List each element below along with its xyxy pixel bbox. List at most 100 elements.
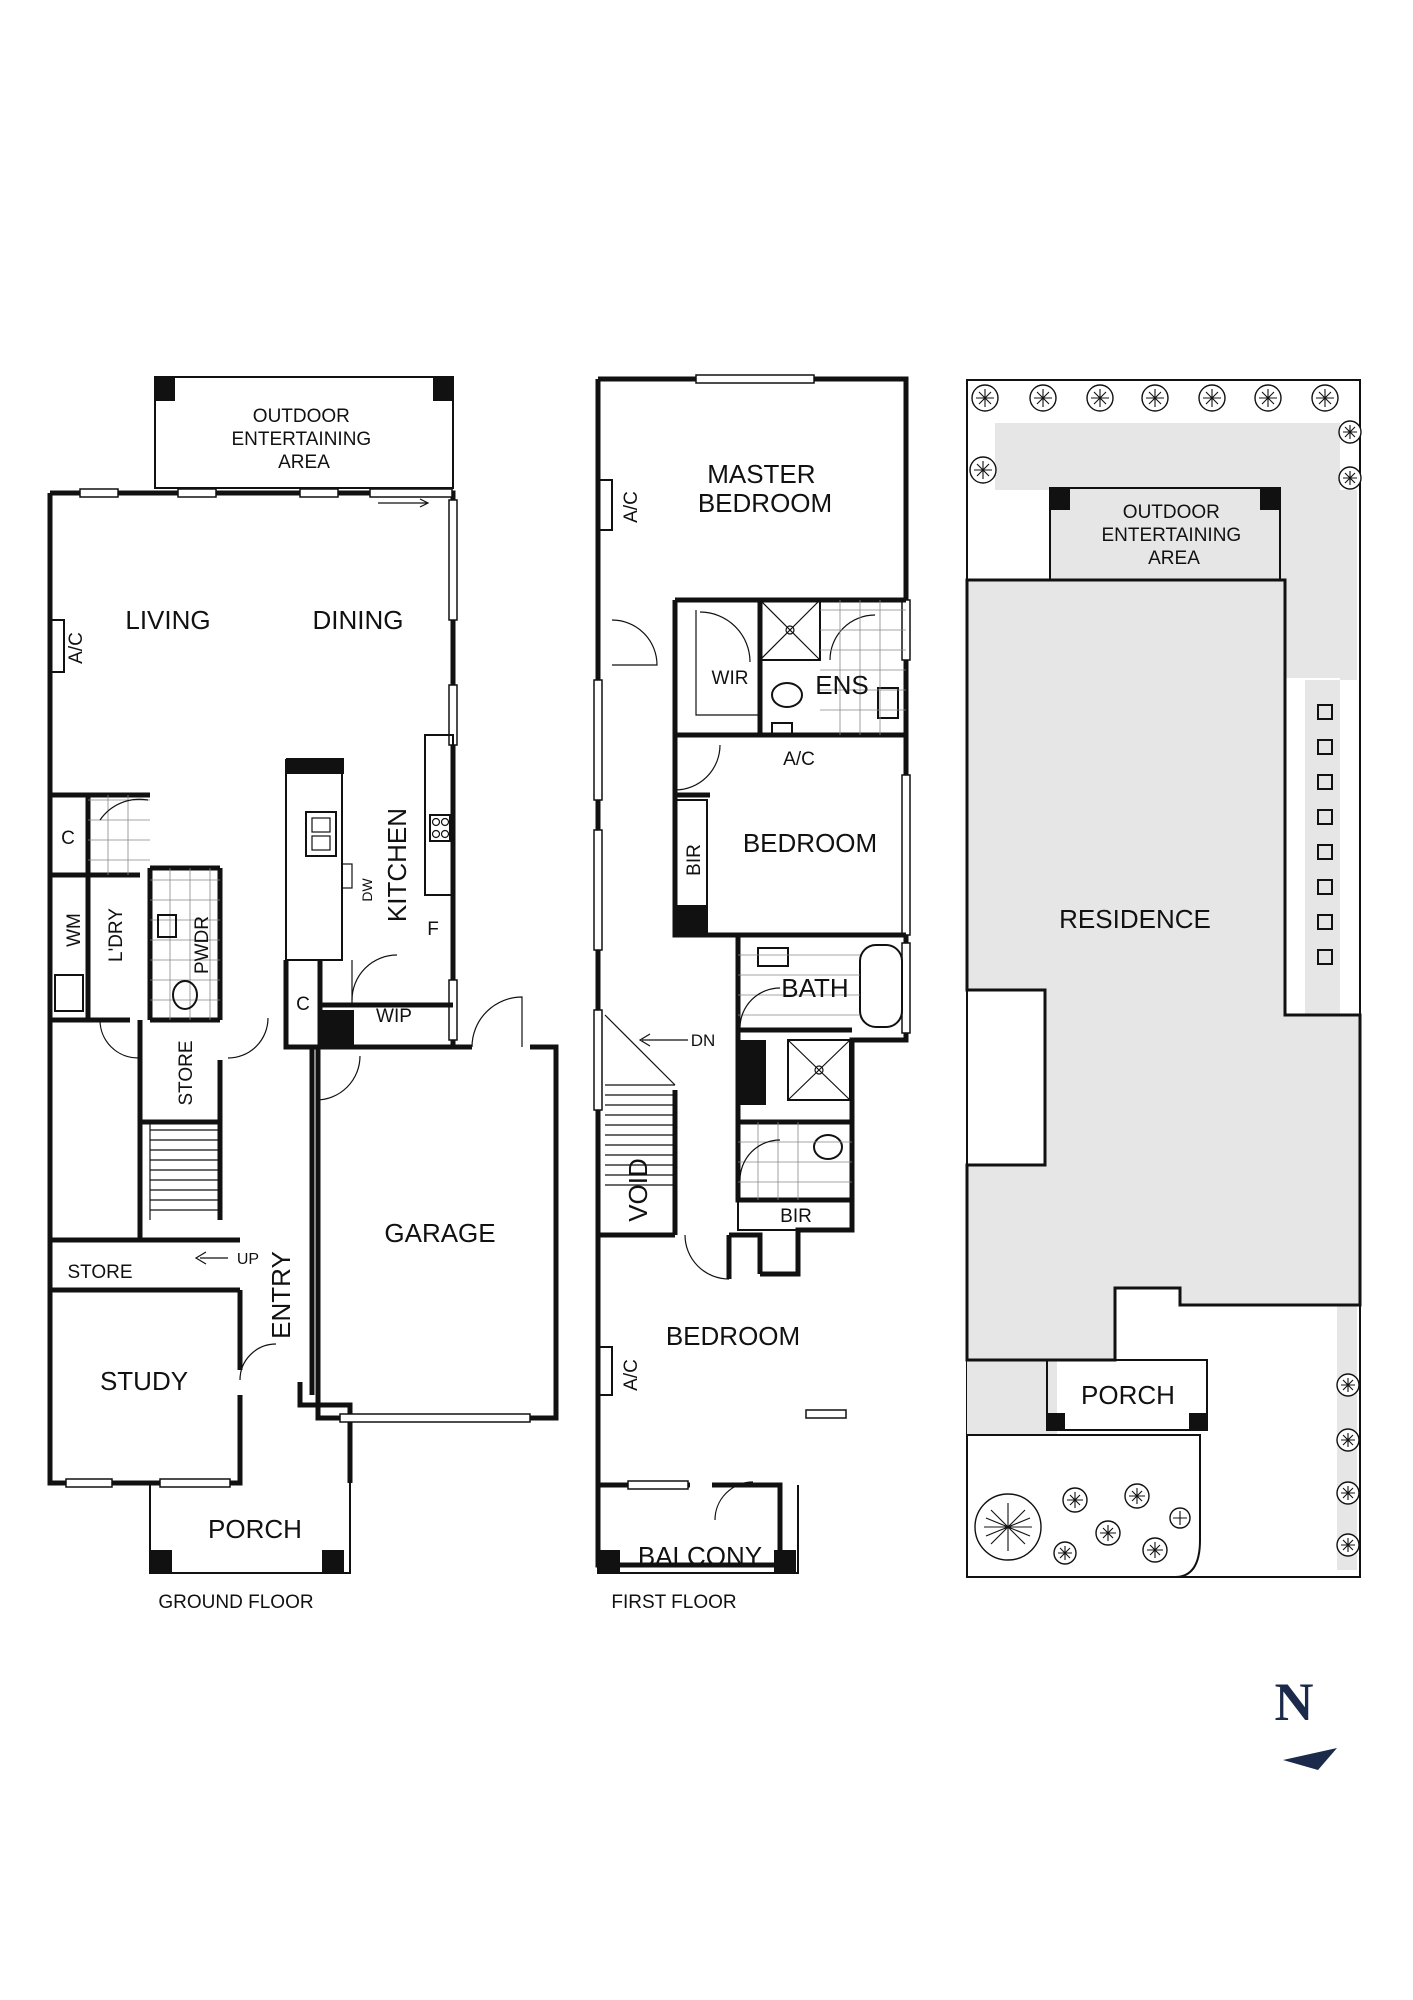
bir-label-1: BIR [684, 844, 705, 876]
vanity [757, 947, 789, 967]
up-label: UP [237, 1251, 259, 1268]
down-arrow-icon [638, 1033, 688, 1047]
wir-shelf [695, 610, 760, 716]
garage-door [339, 1413, 531, 1423]
bathtub [859, 944, 903, 1028]
void-label: VOID [623, 1158, 653, 1222]
pier [774, 1550, 796, 1574]
balcony-label: BALCONY [638, 1541, 762, 1571]
pier [675, 905, 707, 935]
entry-label: ENTRY [266, 1251, 296, 1339]
staircase [604, 1014, 676, 1186]
north-letter: N [1275, 1672, 1314, 1732]
pantry-cupboard-label: C [296, 994, 310, 1015]
door-swing [829, 614, 876, 661]
site-porch-label: PORCH [1081, 1380, 1175, 1410]
window [177, 488, 217, 498]
kitchen-bench [424, 734, 454, 896]
shower [787, 1039, 851, 1101]
window [65, 1478, 113, 1488]
tree-icons [969, 384, 1362, 1565]
window [593, 829, 603, 951]
sink-bowl [311, 817, 331, 833]
laundry-label: L'DRY [106, 908, 127, 962]
wm-label: WM [64, 913, 85, 947]
powder-label: PWDR [192, 916, 213, 974]
door-swing [471, 996, 523, 1048]
vanity [157, 914, 177, 938]
ground-floor-plan [47, 376, 559, 1574]
gf-ac-label: A/C [66, 632, 87, 664]
window [695, 374, 815, 384]
north-arrow: N [1275, 1672, 1337, 1770]
window [901, 774, 911, 936]
gf-porch-label: PORCH [208, 1514, 302, 1544]
pier [320, 1010, 354, 1046]
store-label-1: STORE [176, 1040, 197, 1105]
master-bedroom-line1: MASTER [707, 459, 815, 489]
fridge-label: F [427, 919, 439, 940]
sink-bowl [311, 835, 331, 851]
door-swing [351, 954, 398, 1001]
laundry-tiles [88, 795, 220, 1020]
bedroom-label-2: BEDROOM [666, 1321, 800, 1351]
first-floor-caption: FIRST FLOOR [611, 1592, 736, 1613]
gf-outdoor-line2: ENTERTAINING [232, 429, 372, 450]
garage-walls [312, 1044, 559, 1421]
pier [433, 377, 453, 401]
door-swing [684, 1234, 730, 1280]
door-swing [714, 1481, 754, 1521]
door-swing [739, 987, 781, 1029]
gf-outdoor-line1: OUTDOOR [253, 406, 350, 427]
ac-unit [597, 479, 613, 531]
staircase [149, 1122, 220, 1220]
vanity [877, 687, 899, 719]
door-swing [99, 1019, 139, 1059]
ground-floor-caption: GROUND FLOOR [158, 1592, 313, 1613]
garage-label: GARAGE [384, 1218, 495, 1248]
pier [598, 1550, 620, 1574]
residence-label: RESIDENCE [1059, 904, 1211, 934]
first-floor-plan [593, 374, 911, 1574]
window [448, 979, 458, 1041]
dining-label: DINING [313, 605, 404, 635]
pier [150, 1550, 172, 1574]
window [159, 1478, 231, 1488]
slide-arrow-icon [378, 498, 430, 508]
door-swing [674, 744, 721, 791]
door-swing [699, 611, 751, 663]
laundry-powder-walls [50, 792, 223, 1023]
porch-outline [1046, 1359, 1208, 1431]
laundry-tub [54, 974, 84, 1012]
ff-ac-label-2: A/C [783, 749, 815, 770]
ground-floor-outer-wall [47, 490, 456, 1486]
site-outdoor-entertaining-label: OUTDOOR ENTERTAINING AREA [1102, 502, 1247, 569]
pier [155, 377, 175, 401]
sliding-door [369, 488, 453, 498]
toilet [172, 980, 198, 1010]
door-swing [99, 798, 149, 821]
window [448, 499, 458, 621]
master-bedroom-line2: BEDROOM [698, 488, 832, 518]
door-swing [239, 1343, 277, 1381]
kitchen-island [285, 759, 343, 961]
gf-outdoor-line3: AREA [278, 452, 330, 473]
site-outdoor-line2: ENTERTAINING [1102, 525, 1242, 546]
pier [738, 1040, 766, 1105]
built-in-robe [737, 1199, 853, 1231]
toilet [813, 1134, 843, 1160]
site-outdoor-line3: AREA [1148, 548, 1200, 569]
door-swing [315, 1055, 361, 1101]
void-walls [598, 1090, 678, 1238]
dn-label: DN [691, 1031, 716, 1050]
window [593, 679, 603, 801]
fridge-unit [286, 758, 344, 774]
cooktop [429, 814, 451, 842]
dishwasher [341, 863, 353, 889]
window [299, 488, 339, 498]
window [593, 1009, 603, 1111]
dw-label: DW [359, 878, 375, 902]
pantry-walls [283, 960, 453, 1050]
toilet [771, 682, 803, 708]
